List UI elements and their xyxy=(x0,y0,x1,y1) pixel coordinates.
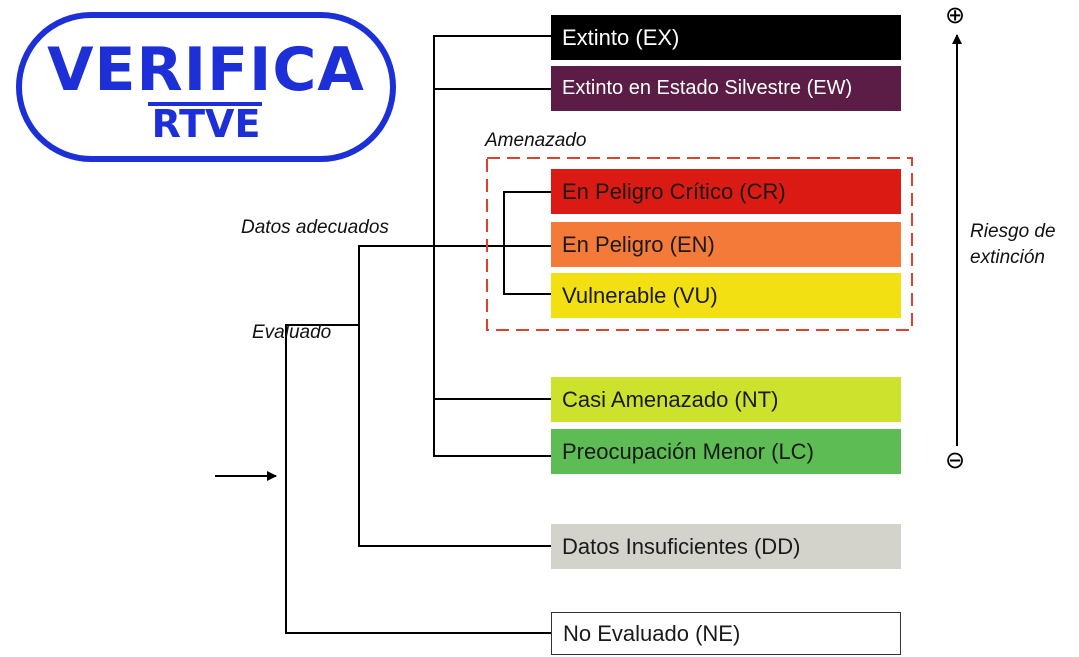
tree-line xyxy=(433,455,551,457)
category-ex-label: Extinto (EX) xyxy=(562,24,680,50)
plus-circle-icon: ⊕ xyxy=(945,2,966,29)
datos-adecuados-label: Datos adecuados xyxy=(241,217,389,238)
category-en: En Peligro (EN) xyxy=(551,222,901,267)
tree-line xyxy=(503,293,551,295)
tree-line xyxy=(433,35,435,457)
riesgo-label-line2: extinción xyxy=(970,247,1045,268)
category-cr: En Peligro Crítico (CR) xyxy=(551,169,901,214)
evaluado-label: Evaluado xyxy=(252,322,332,343)
tree-line xyxy=(358,545,551,547)
category-ew-label: Extinto en Estado Silvestre (EW) xyxy=(562,77,853,99)
category-cr-label: En Peligro Crítico (CR) xyxy=(562,178,786,204)
tree-line xyxy=(433,35,551,37)
category-ne: No Evaluado (NE) xyxy=(551,612,901,655)
category-lc: Preocupación Menor (LC) xyxy=(551,429,901,474)
tree-line xyxy=(433,88,551,90)
category-dd: Datos Insuficientes (DD) xyxy=(551,524,901,569)
category-vu-label: Vulnerable (VU) xyxy=(562,282,718,308)
logo-word: VERIFICA xyxy=(47,35,365,105)
riesgo-label-line1: Riesgo de xyxy=(970,221,1056,242)
tree-line xyxy=(433,398,551,400)
category-ne-label: No Evaluado (NE) xyxy=(563,620,741,646)
verifica-rtve-logo: VERIFICA RTVE xyxy=(16,12,396,162)
tree-line xyxy=(503,191,551,193)
tree-line xyxy=(285,632,551,634)
category-lc-label: Preocupación Menor (LC) xyxy=(562,438,814,464)
logo-subword: RTVE xyxy=(151,102,261,146)
amenazado-label: Amenazado xyxy=(485,130,587,151)
category-vu: Vulnerable (VU) xyxy=(551,273,901,318)
tree-line xyxy=(285,324,287,634)
category-ew: Extinto en Estado Silvestre (EW) xyxy=(551,66,901,111)
category-en-label: En Peligro (EN) xyxy=(562,231,715,257)
tree-line xyxy=(358,245,551,247)
category-nt: Casi Amenazado (NT) xyxy=(551,377,901,422)
tree-line xyxy=(503,191,505,295)
category-ex: Extinto (EX) xyxy=(551,15,901,60)
tree-line xyxy=(358,245,360,547)
threatened-group-box xyxy=(486,157,913,331)
category-nt-label: Casi Amenazado (NT) xyxy=(562,386,779,412)
minus-circle-icon: ⊖ xyxy=(945,447,966,474)
category-dd-label: Datos Insuficientes (DD) xyxy=(562,533,801,559)
logo-divider xyxy=(148,102,262,106)
tree-line xyxy=(285,324,359,326)
